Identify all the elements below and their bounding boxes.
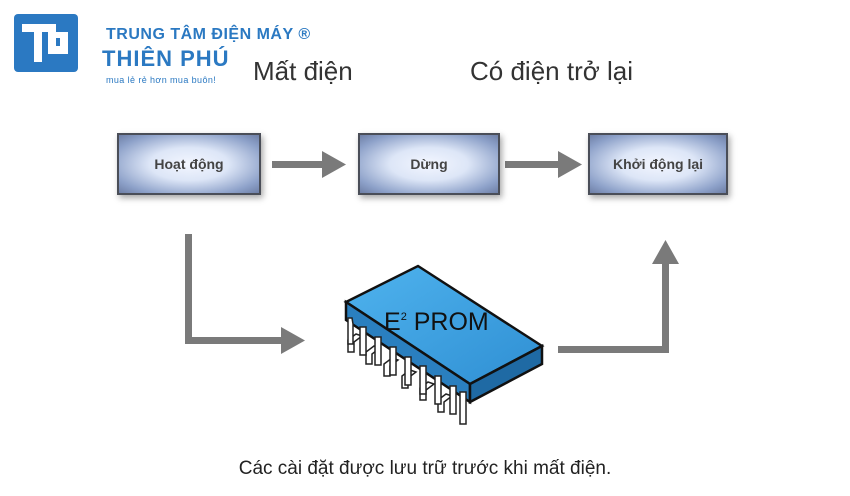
heading-power-restored: Có điện trở lại <box>470 56 634 86</box>
arrow-operating-to-stopped <box>272 151 346 178</box>
eeprom-label: E2 PROM <box>384 308 489 336</box>
logo-top-line: TRUNG TÂM ĐIỆN MÁY ® <box>106 26 311 43</box>
eeprom-chip: E2 PROM <box>343 264 545 425</box>
logo-mark-icon <box>14 14 78 72</box>
box-restart: Khởi động lại <box>588 133 728 195</box>
arrow-eeprom-to-restart <box>558 240 679 353</box>
heading-power-off: Mất điện <box>253 56 353 86</box>
logo-slogan: mua lẻ rẻ hơn mua buôn! <box>106 75 217 85</box>
diagram-caption: Các cài đặt được lưu trữ trước khi mất đ… <box>238 458 612 479</box>
arrow-stopped-to-restart <box>505 151 582 178</box>
logo-brand-name: THIÊN PHÚ <box>102 46 230 71</box>
box-operating: Hoạt động <box>117 133 261 195</box>
brand-logo: TRUNG TÂM ĐIỆN MÁY ® THIÊN PHÚ mua lẻ rẻ… <box>14 12 310 85</box>
box-stopped: Dừng <box>358 133 500 195</box>
arrow-operating-to-eeprom <box>185 234 305 354</box>
